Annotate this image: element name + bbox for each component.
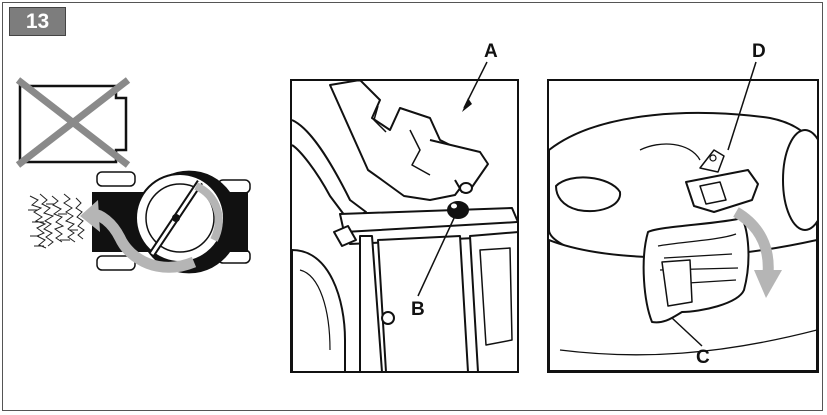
panel-rear-flap-lock [548,62,827,372]
mower-side-discharge-icon [28,171,250,274]
callout-b: B [411,299,425,320]
panel-grass-deflector-hinge [291,62,518,372]
callout-c: C [696,347,710,368]
callout-d: D [752,41,766,62]
callout-a: A [484,41,498,62]
prohibited-icon [18,80,128,165]
grass-clippings [28,194,84,248]
